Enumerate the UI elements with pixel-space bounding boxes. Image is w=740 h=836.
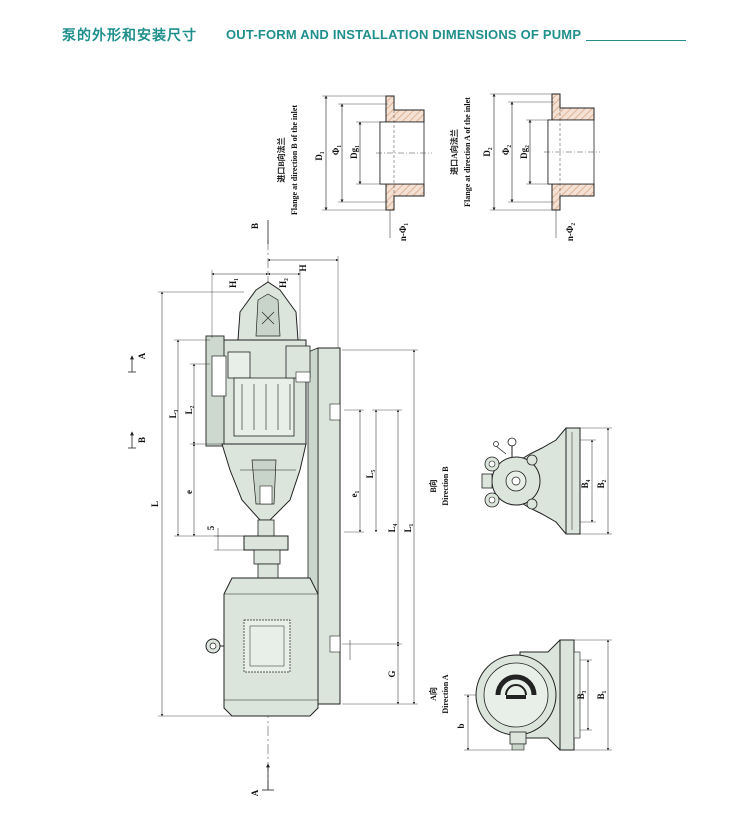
view-b: B₄ B₂ B向 Direction B [428,427,612,535]
dim-D2: D₂ [482,147,492,156]
view-marker-b-top: B [250,223,260,229]
page-title-cn: 泵的外形和安装尺寸 [62,28,197,44]
dim-L4: L₄ [387,523,397,532]
dim-B3: B₃ [576,690,586,699]
dim-G: G [387,670,397,677]
dim-phi1: Φ₁ [331,145,341,155]
dim-B1: B₁ [596,690,606,699]
dim-b: b [456,723,466,728]
dim-Dg2: Dg₂ [519,145,529,159]
dim-B4: B₄ [580,479,590,488]
view-marker-b-mid: B [137,437,147,443]
view-b-caption-en: Direction B [441,466,450,506]
dim-L: L [150,501,160,507]
dim-e: e [184,490,194,494]
dim-L5: L₅ [365,469,375,478]
dim-H2: H₂ [278,278,288,288]
view-a-mount [559,639,575,751]
flange-a-caption-en: Flange at direction A of the inlet [463,97,472,207]
dim-L3: L₃ [168,409,178,418]
coupling [243,535,289,551]
flange-a-view: D₂ Φ₂ Dg₂ n-Φ₂ 进口A向法兰 Flange at directio… [449,93,600,241]
flange-b-caption-en: Flange at direction B of the inlet [290,105,299,215]
dim-B2: B₂ [596,479,606,488]
view-marker-a-top: A [137,352,147,359]
dim-5: 5 [206,525,216,530]
dim-e1: e₁ [349,490,359,497]
view-b-caption-cn: B向 [428,479,438,492]
header-rule [586,40,686,41]
dim-D1: D₁ [314,151,324,160]
dim-n-phi2: n-Φ₂ [565,223,575,241]
view-a-caption-cn: A向 [428,687,438,701]
flange-b-caption-cn: 进口B向法兰 [276,137,286,182]
dim-H: H [298,264,308,271]
dim-H1: H₁ [228,278,238,288]
view-marker-a-bottom: A [250,789,260,796]
view-a-caption-en: Direction A [441,674,450,713]
view-b-mount [565,427,581,535]
flange-a-caption-cn: 进口A向法兰 [449,129,459,175]
dim-Dg1: Dg₁ [349,145,359,159]
main-elevation: A B A B L L₃ L₂ e 5 e₁ L₅ L₄ L₁ G H₁ H₂ … [128,220,418,796]
dim-n-phi1: n-Φ₁ [398,223,408,241]
view-a: B₃ B₁ b A向 Direction A [428,639,612,751]
dim-L2: L₂ [184,405,194,414]
dim-L1: L₁ [403,523,413,532]
dim-phi2: Φ₂ [501,145,511,155]
flange-b-view: D₁ Φ₁ Dg₁ n-Φ₁ 进口B向法兰 Flange at directio… [276,95,432,241]
page-title-en: OUT-FORM AND INSTALLATION DIMENSIONS OF … [226,27,582,42]
